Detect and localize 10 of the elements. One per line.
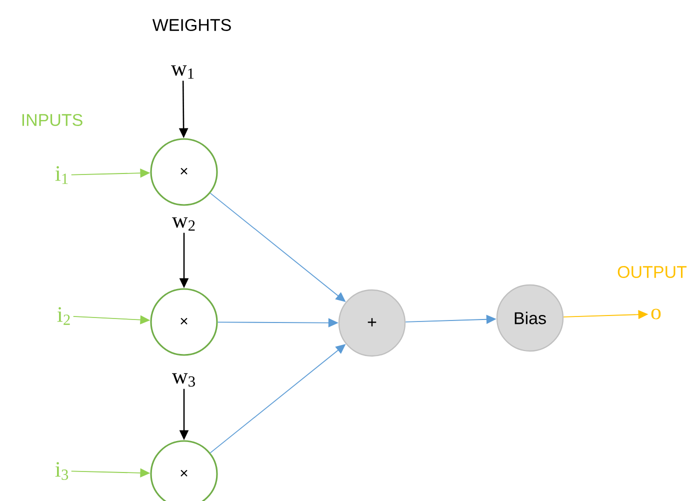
weight-label: w$_{2}$ [172, 217, 195, 231]
heading: INPUTS [22, 114, 82, 126]
output-label: o [651, 308, 661, 320]
input-label: i$_{3}$ [55, 462, 68, 480]
heading: OUTPUT [618, 266, 687, 278]
input-label: i$_{2}$ [57, 307, 70, 325]
weight-label: w$_{1}$ [170, 65, 194, 79]
input-label: i$_{1}$ [55, 166, 68, 184]
heading: WEIGHTS [152, 18, 231, 32]
weight-label: w$_{3}$ [172, 373, 195, 387]
